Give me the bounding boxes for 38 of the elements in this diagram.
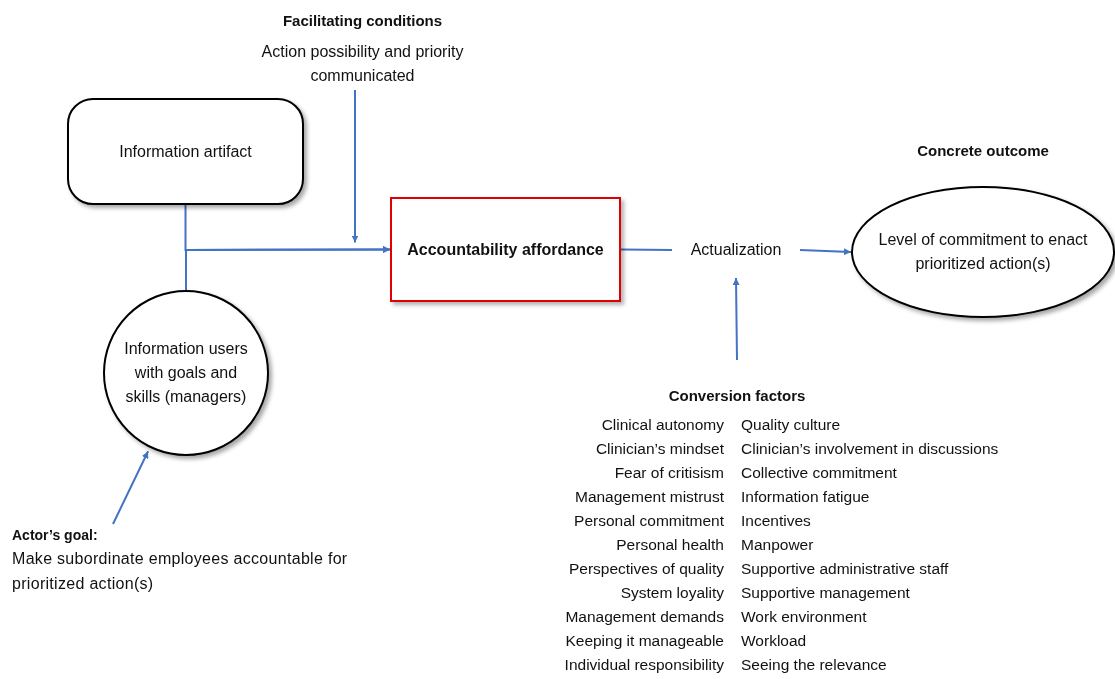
affordance-box: Accountability affordance [390, 197, 621, 302]
factor-label: Manpower [741, 535, 815, 555]
goal-heading: Actor’s goal: [12, 526, 98, 545]
factor-label: Management mistrust [573, 487, 724, 507]
arrow [185, 246, 391, 291]
factor-label: Seeing the relevance [741, 655, 888, 675]
arrow [351, 89, 359, 244]
factor-label: Collective commitment [741, 463, 898, 483]
process-label: Actualization [672, 222, 800, 278]
outcome-ellipse: Level of commitment to enact prioritized action(s) [851, 186, 1115, 318]
factor-label: Incentives [741, 511, 812, 531]
factor-label: Information fatigue [741, 487, 871, 507]
factors-heading: Conversion factors [668, 386, 806, 406]
condition-description: Action possibility and priority communicated [260, 42, 465, 86]
factor-label: Personal commitment [573, 511, 724, 531]
factor-label: Clinician’s involvement in discussions [741, 439, 999, 459]
factor-label: Personal health [615, 535, 724, 555]
factor-label: Work environment [741, 607, 868, 627]
factor-label: Clinical autonomy [600, 415, 724, 435]
factor-label: Quality culture [741, 415, 842, 435]
arrow [112, 450, 150, 525]
arrow [732, 277, 740, 361]
factor-label: Management demands [564, 607, 724, 627]
factor-label: Supportive administrative staff [741, 559, 950, 579]
actor-circle: Information users with goals and skills (managers) [103, 290, 269, 456]
factor-label: Clinician’s mindset [594, 439, 724, 459]
factor-label: Supportive management [741, 583, 911, 603]
process-box: Information artifact [67, 98, 304, 205]
condition-heading: Facilitating conditions [282, 11, 443, 31]
factor-label: System loyality [619, 583, 724, 603]
arrow [799, 248, 852, 256]
factor-label: Individual responsibility [563, 655, 724, 675]
factor-label: Keeping it manageable [564, 631, 724, 651]
outcome-heading: Concrete outcome [917, 141, 1049, 161]
factor-label: Fear of critisism [613, 463, 724, 483]
goal-description: Make subordinate employees accountable for prioritized action(s) [12, 549, 349, 594]
factor-label: Workload [741, 631, 808, 651]
factor-label: Perspectives of quality [567, 559, 724, 579]
